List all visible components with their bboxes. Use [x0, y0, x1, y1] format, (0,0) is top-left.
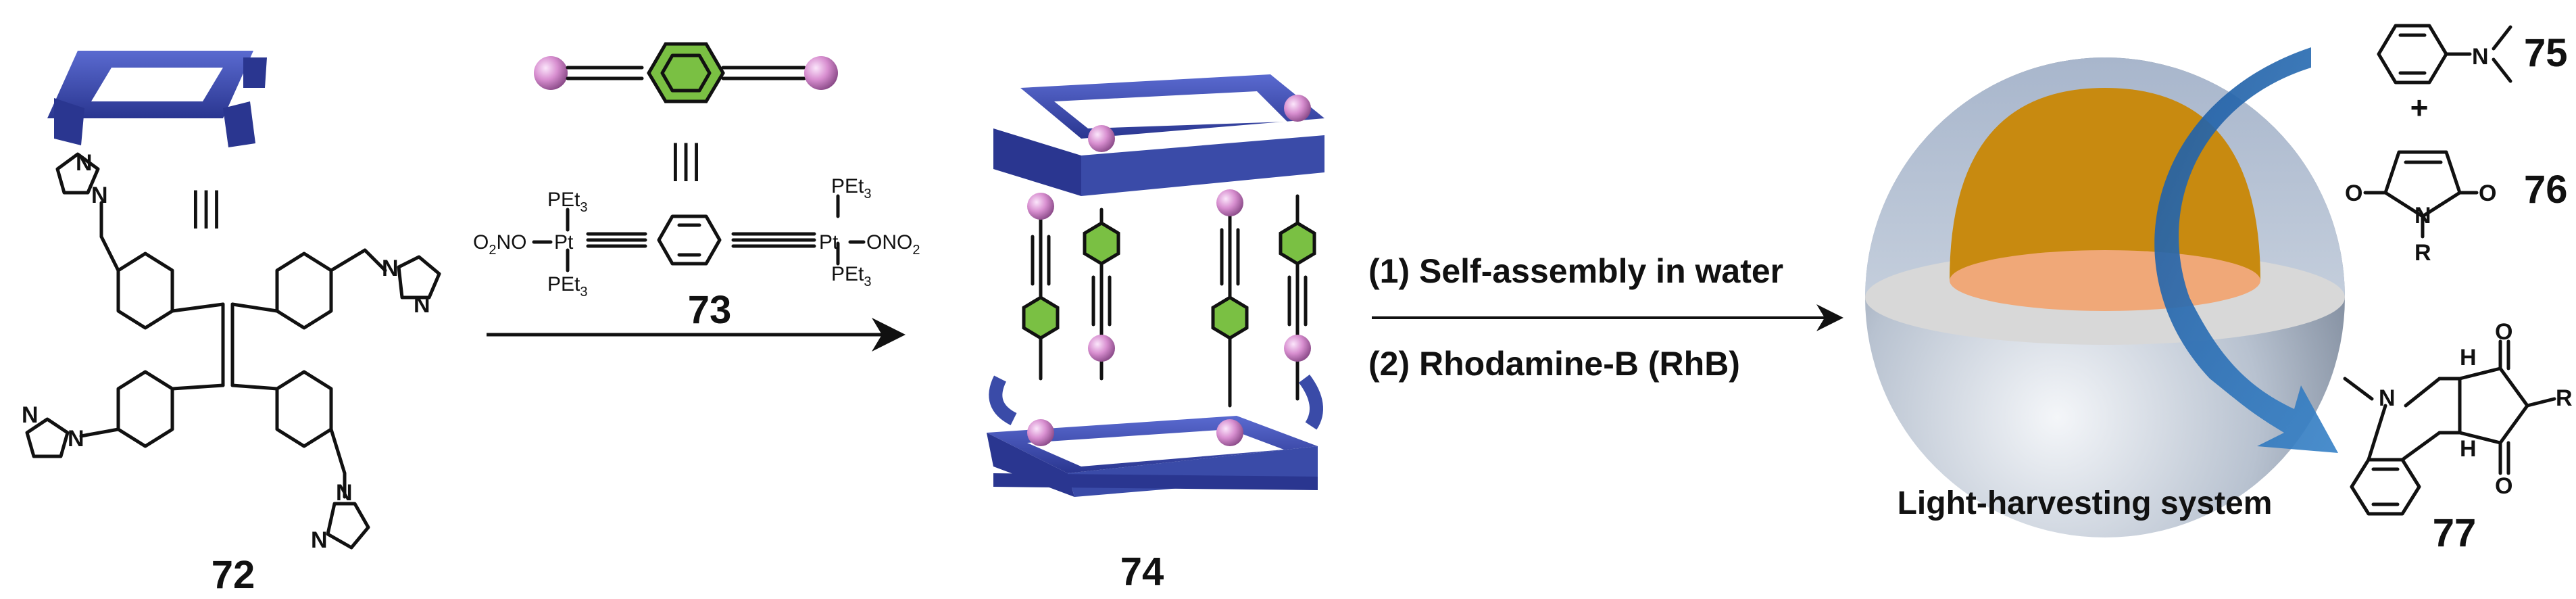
- tpe-imidazole-structure: N N N N N N N N: [22, 150, 441, 553]
- pet3-top-right: PEt3: [831, 175, 871, 201]
- n-atom-6: N: [68, 426, 84, 452]
- compound-label-75: 75: [2524, 31, 2568, 75]
- compound-75-structure: N: [2377, 24, 2512, 85]
- n-atom-3: N: [382, 256, 399, 281]
- pt-linker-structure: PEt3 Pt PEt3 O2NO PEt3 Pt PEt3 ONO2: [473, 175, 920, 300]
- compound-76-structure: O O N R: [2345, 150, 2496, 266]
- step-1-text: (1) Self-assembly in water: [1368, 252, 1783, 290]
- compound-label-73: 73: [688, 288, 732, 332]
- o-atom-76-right: O: [2479, 181, 2496, 206]
- n-atom-75: N: [2472, 44, 2489, 70]
- platinum-node-icon: [804, 56, 838, 90]
- n-atom-77: N: [2379, 385, 2396, 411]
- ono2-right: ONO2: [866, 231, 920, 258]
- plus-sign: +: [2410, 90, 2429, 125]
- pet3-bottom-right: PEt3: [831, 263, 871, 289]
- equivalence-symbol-73: |||: [670, 136, 702, 181]
- n-atom-8: N: [311, 527, 328, 553]
- step-2-text: (2) Rhodamine-B (RhB): [1368, 345, 1740, 383]
- pt-right: Pt: [819, 231, 839, 254]
- pillar-1: [1022, 204, 1060, 381]
- pet3-bottom-left: PEt3: [547, 273, 587, 300]
- o-atom-77-top: O: [2495, 319, 2512, 345]
- compound-77-structure: N H H O O R: [2343, 319, 2573, 516]
- n-atom-1: N: [76, 150, 93, 176]
- n-atom-2: N: [91, 183, 108, 208]
- compound-label-76: 76: [2524, 168, 2568, 212]
- pt-left: Pt: [554, 231, 574, 254]
- n-atom-76: N: [2414, 203, 2431, 229]
- equivalence-symbol-72: |||: [191, 183, 222, 229]
- n-atom-7: N: [336, 480, 353, 506]
- pillar-2: [1083, 208, 1120, 381]
- light-harvesting-label: Light-harvesting system: [1898, 485, 2273, 521]
- pet3-top-left: PEt3: [547, 189, 587, 215]
- curved-arrow-icon: [2154, 47, 2338, 453]
- n-atom-4: N: [414, 292, 430, 318]
- benzene-ring-icon: [647, 42, 725, 103]
- pillar-3: [1211, 201, 1249, 408]
- ono2-left: O2NO: [473, 231, 526, 258]
- n-atom-5: N: [22, 402, 39, 428]
- sphere-icon: [1865, 57, 2345, 537]
- compound-label-72: 72: [212, 553, 255, 597]
- compound-label-74: 74: [1120, 550, 1164, 594]
- compound-label-77: 77: [2433, 511, 2477, 555]
- r-group-77: R: [2556, 385, 2573, 411]
- linker-icon: [534, 42, 838, 103]
- o-atom-77-bottom: O: [2495, 473, 2512, 499]
- h-atom-77-top: H: [2460, 345, 2477, 370]
- h-atom-77-bottom: H: [2460, 436, 2477, 462]
- r-group-76: R: [2414, 240, 2431, 266]
- cage-icon: [47, 51, 267, 147]
- pillar-4: [1279, 194, 1316, 401]
- o-atom-76-left: O: [2345, 181, 2362, 206]
- prism-cage-icon: [987, 74, 1324, 497]
